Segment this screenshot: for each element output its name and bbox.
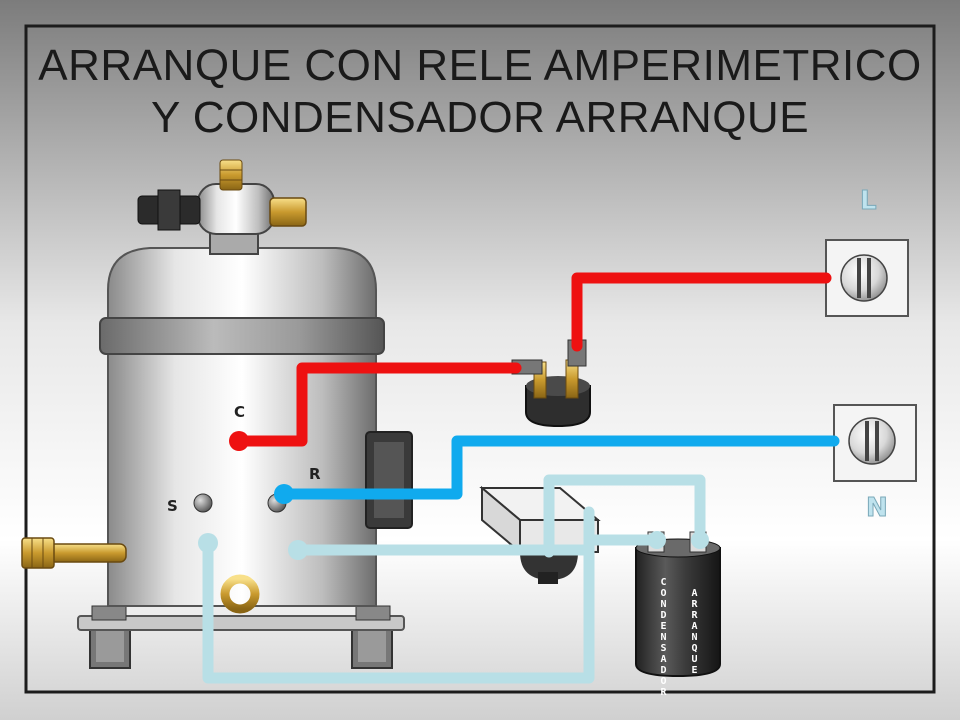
supply-label-l: L: [860, 186, 878, 217]
wire-relay-cap: [543, 474, 706, 558]
compressor-body: [99, 247, 385, 607]
title-line-1: ARRANQUE CON RELE AMPERIMETRICO: [38, 41, 922, 90]
wire-l: [571, 272, 832, 352]
supply-label-n: N: [866, 493, 889, 524]
capacitor-label-arranque: ARRANQUE: [689, 588, 700, 676]
terminal-label-s: S: [167, 497, 178, 515]
suction-pipe: [21, 537, 127, 569]
current-relay-base: [479, 485, 601, 584]
dot-s: [198, 533, 218, 553]
service-valve: [137, 159, 307, 255]
wire-r: [278, 435, 840, 500]
dot-cap-left: [648, 531, 666, 549]
terminal-label-c: C: [234, 403, 246, 421]
terminal-block-l: [825, 239, 909, 317]
title-line-2: Y CONDENSADOR ARRANQUE: [150, 93, 810, 142]
capacitor-label-condensador: CONDENSADOR: [658, 577, 669, 698]
pin-s: [193, 493, 213, 513]
start-capacitor: [635, 531, 721, 678]
dot-cap-right: [691, 531, 709, 549]
brass-ring: [220, 574, 260, 614]
current-relay: [511, 339, 591, 428]
dot-relay-in: [288, 540, 308, 560]
terminal-label-r: R: [309, 465, 321, 483]
wire-c: [233, 362, 522, 447]
terminal-block-n: [833, 404, 917, 482]
frame-border: [24, 24, 936, 694]
dot-r: [274, 484, 294, 504]
compressor-base: [77, 605, 405, 669]
wire-s-cap: [202, 534, 663, 684]
dot-c: [229, 431, 249, 451]
